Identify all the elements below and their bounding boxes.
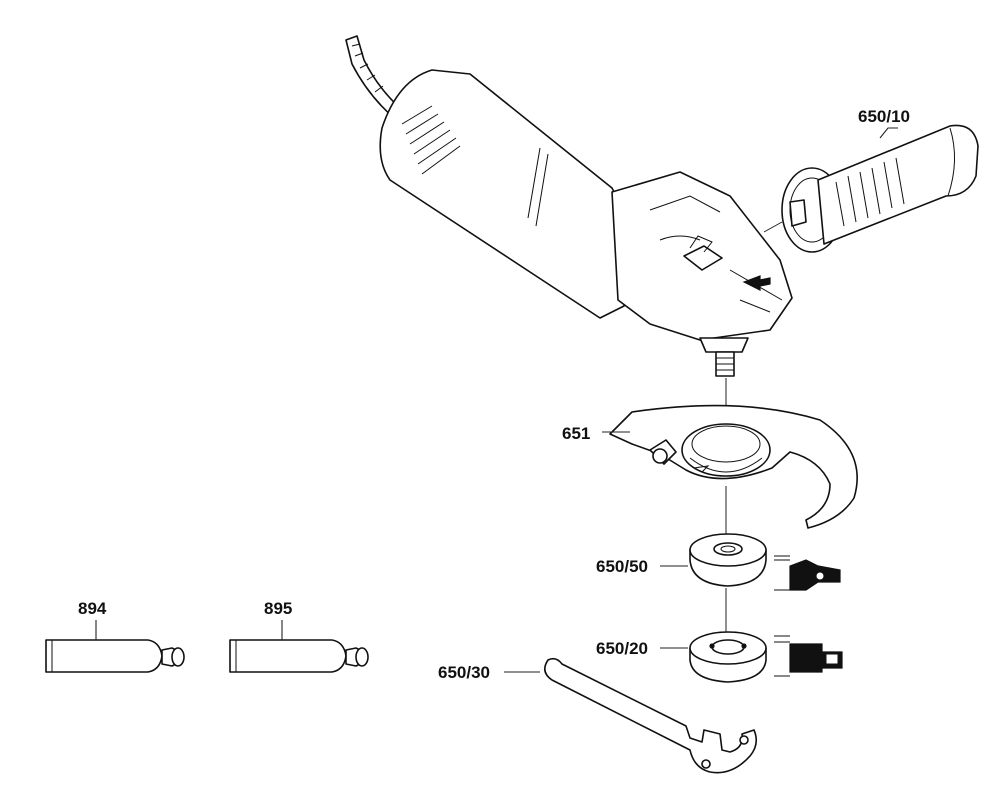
label-spanner: 650/30 — [438, 663, 490, 682]
handle-leader — [879, 127, 898, 139]
inner-flange — [689, 533, 767, 587]
label-handle: 650/10 — [858, 107, 910, 126]
grease-tube-894 — [45, 639, 185, 673]
side-handle — [781, 124, 979, 253]
flange-section-detail — [774, 555, 841, 591]
label-clamp-nut: 650/20 — [596, 639, 648, 658]
grease-tube-895 — [229, 639, 369, 673]
clamp-nut — [689, 631, 767, 683]
angle-grinder-body — [345, 35, 793, 377]
label-tube-894: 894 — [78, 599, 107, 618]
label-guard: 651 — [562, 424, 590, 443]
nut-section-detail — [774, 635, 843, 677]
spanner-wrench — [544, 657, 758, 774]
label-inner-flange: 650/50 — [596, 557, 648, 576]
wheel-guard — [609, 404, 858, 529]
label-tube-895: 895 — [264, 599, 292, 618]
